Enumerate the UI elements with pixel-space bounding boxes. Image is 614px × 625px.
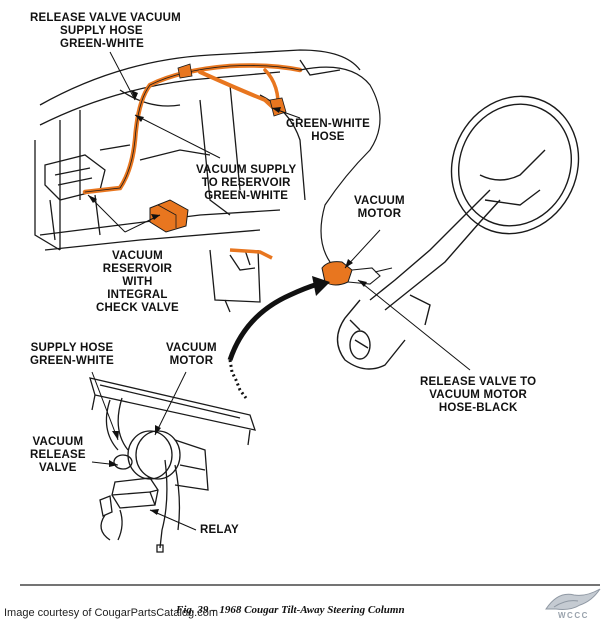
label-release-valve-supply: RELEASE VALVE VACUUM SUPPLY HOSE GREEN-W… <box>30 12 181 51</box>
label-line: MOTOR <box>357 208 402 220</box>
label-vacuum-release-valve: VACUUM RELEASE VALVE <box>30 436 86 475</box>
label-relay: RELAY <box>200 524 239 536</box>
label-line: GREEN-WHITE <box>204 190 289 202</box>
hose-connector <box>269 97 287 117</box>
label-line: VACUUM <box>166 342 217 354</box>
label-line: RESERVOIR <box>102 263 173 275</box>
label-line: RELEASE <box>30 449 86 461</box>
label-line: HOSE-BLACK <box>438 402 518 414</box>
label-line: VACUUM SUPPLY <box>196 164 297 176</box>
label-line: VACUUM <box>112 250 163 262</box>
steering-wheel <box>450 95 580 235</box>
wccc-logo-icon <box>545 588 601 610</box>
label-vacuum-reservoir: VACUUM RESERVOIR WITH INTEGRAL CHECK VAL… <box>96 250 179 315</box>
label-line: RELEASE VALVE VACUUM <box>30 12 181 24</box>
label-line: VACUUM <box>32 436 84 448</box>
zoom-arrow-tail <box>228 359 248 399</box>
zoom-arrow <box>227 281 319 361</box>
label-vacuum-supply-reservoir: VACUUM SUPPLY TO RESERVOIR GREEN-WHITE <box>196 164 296 203</box>
vacuum-reservoir-part <box>149 199 189 233</box>
label-green-white-hose: GREEN-WHITE HOSE <box>286 118 370 144</box>
label-line: SUPPLY HOSE <box>30 342 114 354</box>
label-line: MOTOR <box>169 355 214 367</box>
label-line: GREEN-WHITE <box>30 355 114 367</box>
hose-clip <box>177 63 193 79</box>
steering-column <box>336 189 501 370</box>
detail-wires <box>100 459 181 553</box>
zoom-arrow-head <box>312 276 330 296</box>
detail-relay <box>99 477 159 517</box>
label-line: INTEGRAL <box>107 289 168 301</box>
label-line: SUPPLY HOSE <box>60 25 143 37</box>
label-line: GREEN-WHITE <box>60 38 144 50</box>
label-line: HOSE <box>311 131 345 143</box>
logo-text: WCCC <box>558 611 589 620</box>
image-credit: Image courtesy of CougarPartsCatalog.com <box>4 607 218 619</box>
hose-green-white <box>299 66 381 263</box>
label-line: RELEASE VALVE TO <box>420 376 537 388</box>
label-line: VACUUM <box>354 195 405 207</box>
vacuum-motor-column <box>321 261 393 286</box>
label-line: CHECK VALVE <box>96 302 179 314</box>
hose-lower-stub <box>229 248 273 260</box>
label-line: TO RESERVOIR <box>201 177 291 189</box>
label-line: VALVE <box>39 462 77 474</box>
label-line: GREEN-WHITE <box>286 118 370 130</box>
pedal-bracket <box>44 154 106 241</box>
label-vacuum-motor-bottom: VACUUM MOTOR <box>166 342 217 368</box>
detail-supply-hose <box>105 397 133 470</box>
label-line: VACUUM MOTOR <box>429 389 528 401</box>
label-line: WITH <box>122 276 153 288</box>
detail-bracket <box>89 377 256 446</box>
figure-caption: Fig. 39 – 1968 Cougar Tilt-Away Steering… <box>176 604 405 616</box>
label-vacuum-motor-top: VACUUM MOTOR <box>354 195 405 221</box>
detail-vacuum-motor <box>127 430 209 491</box>
label-supply-hose: SUPPLY HOSE GREEN-WHITE <box>30 342 114 368</box>
label-release-valve-hose: RELEASE VALVE TO VACUUM MOTOR HOSE-BLACK <box>420 376 536 415</box>
leader-arrowheads <box>88 90 367 515</box>
